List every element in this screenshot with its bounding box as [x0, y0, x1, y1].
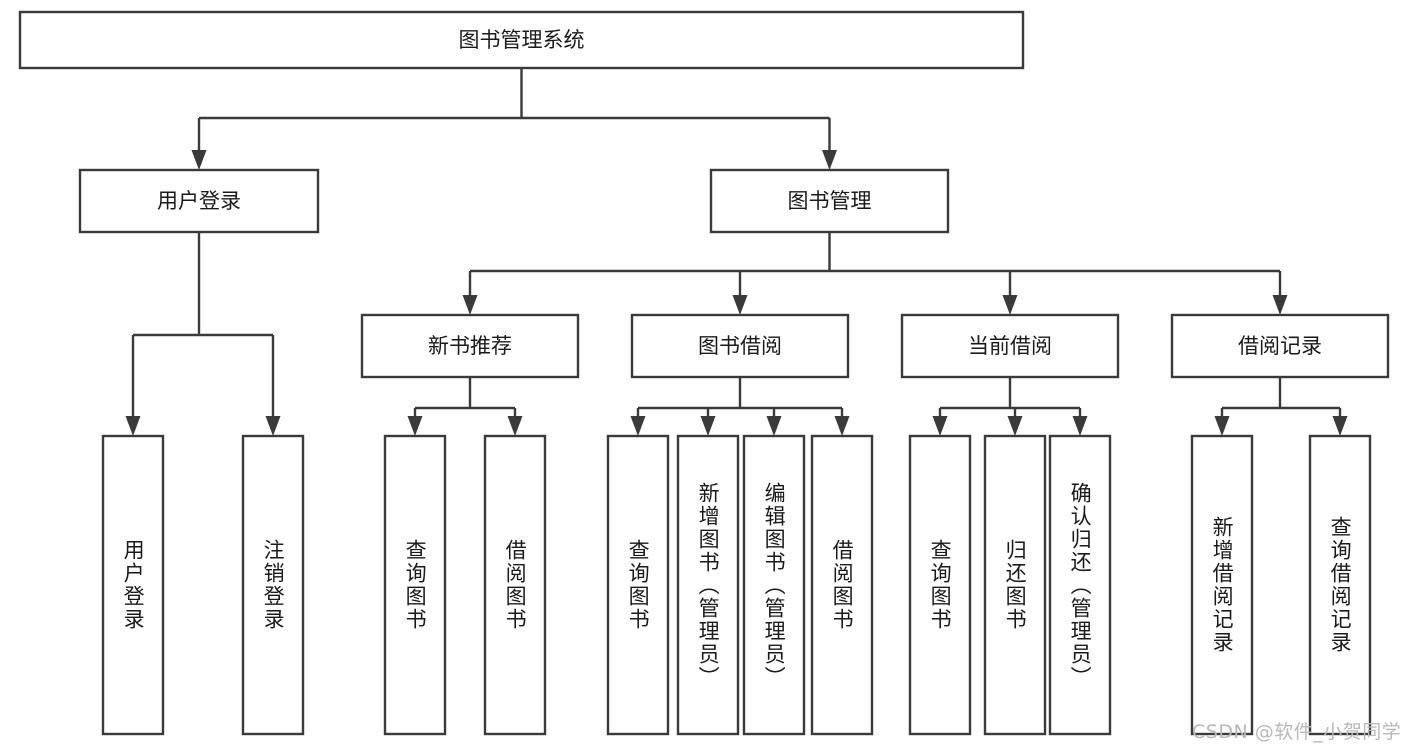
arrow-head-book-manage-drop-0 [462, 295, 478, 315]
arrow-head-book-borrow-drop-3 [834, 416, 850, 436]
arrow-head-book-manage-drop-2 [1002, 295, 1018, 315]
node-box-leaf-query-book-borrow[interactable] [606, 434, 670, 736]
arrow-head-book-borrow-drop-2 [766, 416, 782, 436]
node-box-new-book-recommend[interactable] [360, 313, 580, 379]
node-box-current-borrow[interactable] [900, 313, 1120, 379]
arrow-head-current-borrow-drop-2 [1072, 416, 1088, 436]
node-box-borrow-record[interactable] [1170, 313, 1390, 379]
arrow-head-new-book-recommend-drop-0 [407, 416, 423, 436]
node-box-root[interactable] [18, 10, 1025, 70]
node-box-leaf-borrow-book-rec[interactable] [483, 434, 547, 736]
node-box-leaf-logout[interactable] [241, 434, 305, 736]
node-box-leaf-query-book-rec[interactable] [383, 434, 447, 736]
node-label-borrow-record: 借阅记录 [1238, 334, 1322, 358]
node-box-book-borrow[interactable] [630, 313, 850, 379]
arrow-head-book-manage-drop-3 [1272, 295, 1288, 315]
node-box-leaf-return-book[interactable] [983, 434, 1047, 736]
node-label-new-book-recommend: 新书推荐 [428, 334, 512, 358]
node-label-user-login: 用户登录 [157, 189, 241, 213]
arrow-head-book-manage-drop-1 [732, 295, 748, 315]
node-label-book-borrow: 图书借阅 [698, 334, 782, 358]
arrow-head-root-drop-1 [822, 150, 837, 170]
boxes-layer [18, 10, 1390, 736]
node-label-book-manage: 图书管理 [788, 189, 872, 213]
node-box-user-login[interactable] [78, 168, 320, 234]
arrow-head-user-login-drop-0 [125, 416, 141, 436]
node-box-leaf-query-borrow-record[interactable] [1308, 434, 1372, 736]
node-box-leaf-add-borrow-record[interactable] [1190, 434, 1254, 736]
node-box-leaf-confirm-return-admin[interactable] [1048, 434, 1112, 736]
node-label-current-borrow: 当前借阅 [968, 334, 1052, 358]
arrow-head-root-drop-0 [191, 150, 207, 170]
arrow-head-current-borrow-drop-1 [1007, 416, 1023, 436]
arrow-head-current-borrow-drop-0 [932, 416, 948, 436]
node-box-leaf-borrow-book[interactable] [810, 434, 874, 736]
node-box-leaf-user-login[interactable] [101, 434, 165, 736]
arrow-head-borrow-record-drop-1 [1332, 416, 1348, 436]
arrow-head-book-borrow-drop-0 [630, 416, 646, 436]
watermark-credit: CSDN @软件_小贺同学 [1192, 721, 1402, 743]
connectors-layer [125, 68, 1348, 436]
node-box-leaf-query-book-current[interactable] [908, 434, 972, 736]
arrow-head-book-borrow-drop-1 [700, 416, 716, 436]
node-box-leaf-add-book-admin[interactable] [676, 434, 740, 736]
arrow-head-user-login-drop-1 [265, 416, 281, 436]
node-label-root: 图书管理系统 [459, 28, 585, 52]
arrow-head-new-book-recommend-drop-1 [507, 416, 523, 436]
node-box-leaf-edit-book-admin[interactable] [742, 434, 806, 736]
arrow-head-borrow-record-drop-0 [1214, 416, 1230, 436]
node-box-book-manage[interactable] [709, 168, 950, 234]
